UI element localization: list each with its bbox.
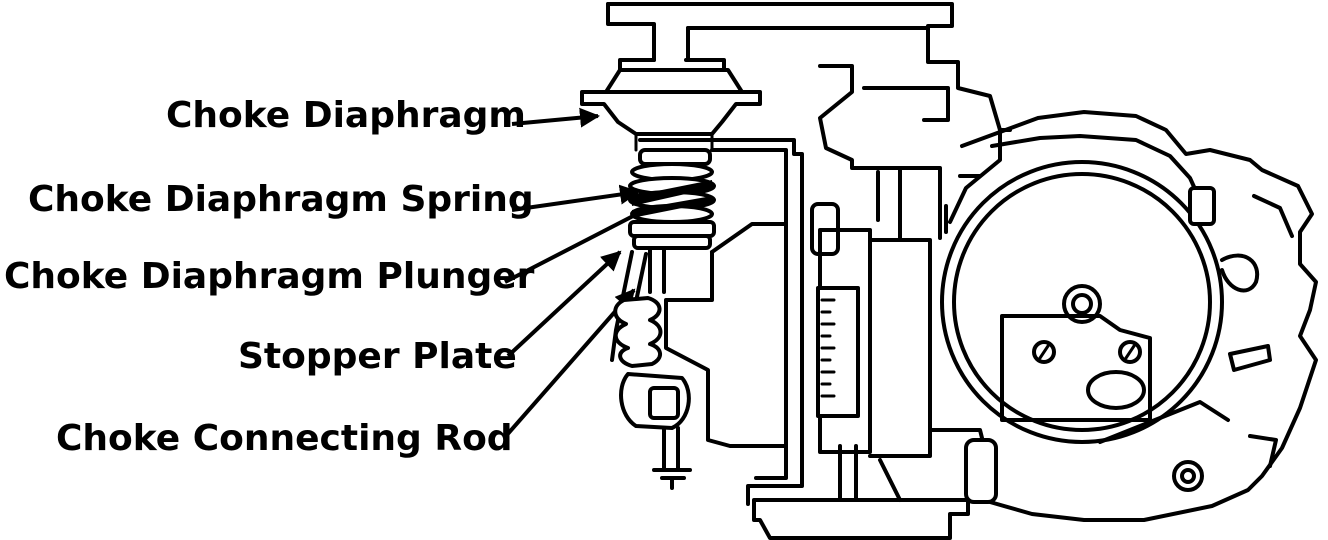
leader-choke-connecting-rod bbox=[504, 288, 636, 438]
label-choke-diaphragm-plunger: Choke Diaphragm Plunger bbox=[4, 256, 535, 297]
leader-choke-diaphragm-spring bbox=[511, 184, 640, 212]
label-choke-connecting-rod: Choke Connecting Rod bbox=[56, 418, 513, 459]
choke-diaphragm-plunger-part bbox=[628, 220, 716, 294]
label-stopper-plate: Stopper Plate bbox=[238, 336, 517, 377]
leader-arrows bbox=[504, 107, 674, 438]
label-choke-diaphragm-spring: Choke Diaphragm Spring bbox=[28, 179, 534, 220]
callout-labels: Choke Diaphragm Choke Diaphragm Spring C… bbox=[4, 95, 535, 459]
throttle-bore bbox=[940, 160, 1224, 444]
choke-connecting-rod-part bbox=[610, 250, 692, 490]
carburetor-illustration bbox=[580, 2, 1318, 540]
scale-marks bbox=[820, 298, 836, 398]
leader-stopper-plate bbox=[506, 250, 622, 358]
leader-choke-diaphragm bbox=[511, 107, 600, 128]
label-choke-diaphragm: Choke Diaphragm bbox=[166, 95, 526, 136]
choke-diaphragm-part bbox=[580, 68, 762, 152]
choke-diaphragm-spring-part bbox=[628, 148, 716, 224]
